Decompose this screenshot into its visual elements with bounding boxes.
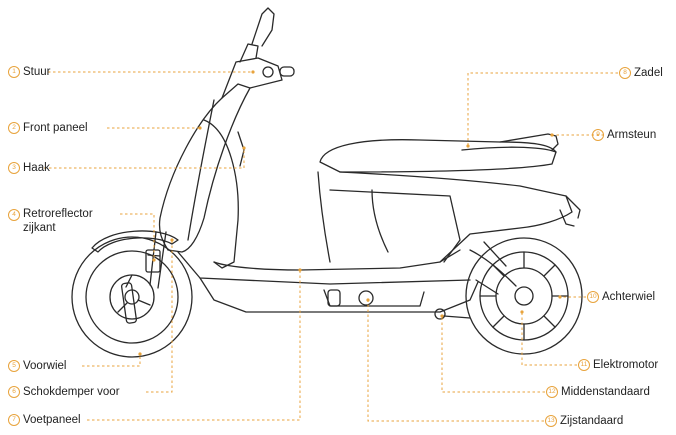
callout-number: 2: [8, 122, 20, 134]
callout-label: Stuur: [23, 66, 51, 78]
front-shield-shape: [158, 83, 251, 253]
callout-motor: 11 Elektromotor: [578, 358, 658, 372]
callout-number: 12: [546, 386, 558, 398]
callout-number: 8: [619, 67, 631, 79]
callout-number: 13: [545, 415, 557, 427]
callout-number: 5: [8, 360, 20, 372]
callout-front-wheel: 5 Voorwiel: [8, 359, 66, 373]
footboard-shape: [213, 249, 461, 271]
callout-armrest: 9 Armsteun: [592, 128, 656, 142]
callout-center-stand: 12 Middenstandaard: [546, 385, 650, 399]
armrest-shape: [499, 133, 559, 151]
callout-rear-wheel: 10 Achterwiel: [587, 290, 655, 304]
callout-label: Middenstandaard: [561, 386, 650, 398]
callout-label: Voorwiel: [23, 360, 67, 372]
callout-number: 1: [8, 66, 20, 78]
callout-seat: 8 Zadel: [619, 66, 663, 80]
callout-number: 4: [8, 209, 20, 221]
rear-body-shape: [317, 171, 573, 263]
callout-handlebar: 1 Stuur: [8, 65, 51, 79]
callout-label: Achterwiel: [602, 291, 656, 303]
callout-label: Zijstandaard: [560, 415, 624, 427]
callout-label: Zadel: [634, 67, 663, 79]
callout-label: Voetpaneel: [23, 414, 81, 426]
callout-label: Haak: [23, 162, 50, 174]
callout-side-reflector: 4 Retroreflector zijkant: [8, 207, 93, 235]
callout-label: Elektromotor: [593, 359, 659, 371]
callout-number: 7: [8, 414, 20, 426]
callout-front-shock: 6 Schokdemper voor: [8, 385, 120, 399]
seat-shape: [319, 139, 557, 173]
callout-number: 10: [587, 291, 599, 303]
callout-label: Schokdemper voor: [23, 386, 120, 398]
callout-number: 6: [8, 386, 20, 398]
callout-number: 9: [592, 129, 604, 141]
callout-label: Armsteun: [607, 129, 657, 141]
callout-hook: 3 Haak: [8, 161, 50, 175]
front-mudguard-shape: [91, 230, 179, 253]
callout-number: 3: [8, 162, 20, 174]
callout-label: Retroreflector zijkant: [23, 208, 93, 234]
rear-wheel-shape: [465, 237, 583, 355]
callout-footboard: 7 Voetpaneel: [8, 413, 81, 427]
headstock-shape: [221, 57, 283, 99]
front-wheel-shape: [71, 236, 193, 358]
callout-label: Front paneel: [23, 122, 88, 134]
callout-side-stand: 13 Zijstandaard: [545, 414, 623, 428]
callout-number: 11: [578, 359, 590, 371]
callout-front-panel: 2 Front paneel: [8, 121, 88, 135]
